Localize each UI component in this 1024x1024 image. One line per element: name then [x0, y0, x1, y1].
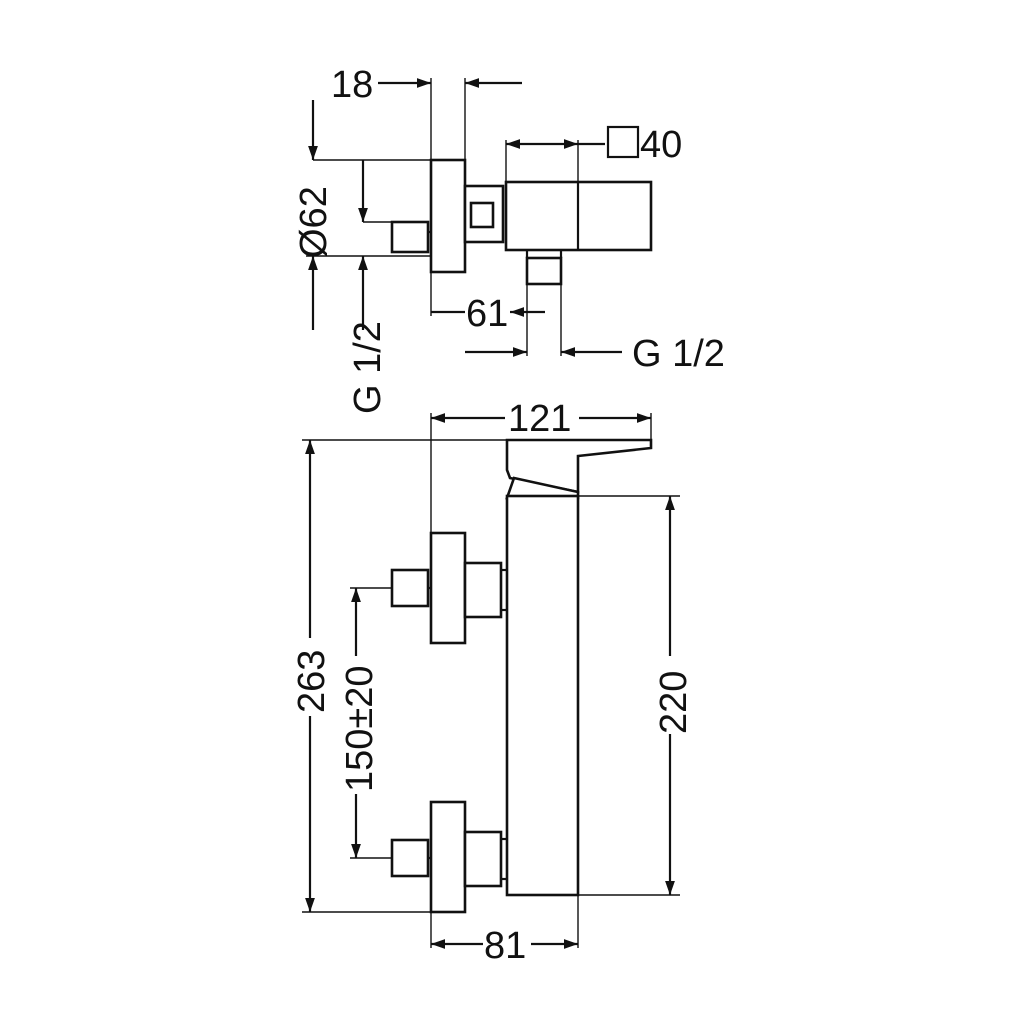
dim-263-label: 263 [291, 650, 333, 713]
label-bg-81 [483, 926, 531, 962]
wall-plate [429, 158, 467, 274]
lower-inlet-nut [463, 830, 503, 888]
label-bg-263 [293, 638, 329, 716]
lever-handle [505, 438, 653, 494]
lower-inlet-plate [429, 800, 467, 914]
upper-inlet-plate [429, 531, 467, 645]
label-bg-220 [652, 656, 688, 734]
lower-inlet-stub [390, 838, 430, 878]
outlet-top [525, 256, 563, 286]
top-view: 18 Ø62 G 1/2 40 61 G 1/2 [293, 64, 725, 414]
dim-150-label: 150±20 [339, 665, 381, 792]
square-symbol [606, 125, 640, 159]
dim-40-label: 40 [640, 124, 682, 166]
thread-left-label: G 1/2 [347, 321, 389, 414]
upper-inlet-nut [463, 561, 503, 619]
upper-inlet-stub [390, 568, 430, 608]
front-view: 121 263 150±20 220 81 [291, 398, 695, 967]
mixer-body-front [505, 494, 580, 897]
dim-121-label: 121 [508, 398, 571, 440]
label-bg-121 [505, 398, 579, 434]
dim-diameter-label: Ø62 [293, 186, 335, 258]
inlet-stub-top [390, 220, 430, 254]
dim-18-label: 18 [331, 64, 373, 106]
label-bg-150 [338, 656, 374, 794]
thread-right-label: G 1/2 [632, 333, 725, 375]
dim-61-label: 61 [466, 293, 508, 335]
dim-220-label: 220 [653, 671, 695, 734]
dim-81-label: 81 [484, 925, 526, 967]
nut-square-top [469, 201, 495, 229]
